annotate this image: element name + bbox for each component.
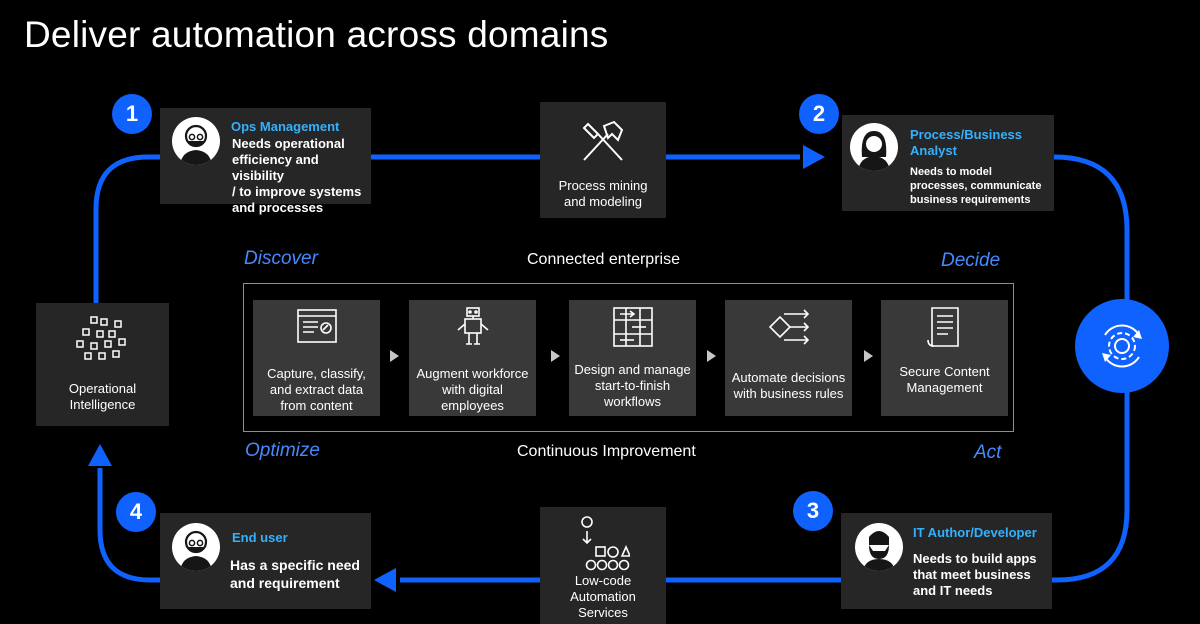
avatar-woman-icon — [850, 123, 898, 171]
persona-process-analyst: Process/Business Analyst Needs to model … — [842, 115, 1054, 211]
step-badge-1: 1 — [112, 94, 152, 134]
arrow-head-to-end-user — [374, 568, 396, 592]
phase-discover: Discover — [244, 248, 318, 269]
content-scroll-icon — [927, 307, 959, 347]
persona-it-developer: IT Author/Developer Needs to build apps … — [841, 513, 1052, 609]
chevron-right-icon — [864, 350, 873, 362]
chevron-right-icon — [551, 350, 560, 362]
arrow-head-to-analyst — [803, 145, 825, 169]
persona-name: Ops Management — [231, 119, 340, 134]
capabilities-panel — [243, 283, 1014, 432]
phase-optimize: Optimize — [245, 440, 320, 461]
persona-end-user: End user Has a specific need and require… — [160, 513, 371, 609]
avatar-bearded-man-icon — [855, 523, 903, 571]
phase-decide: Decide — [941, 250, 1001, 271]
robot-icon — [457, 307, 489, 345]
chevron-right-icon — [390, 350, 399, 362]
avatar-bald-glasses-icon — [172, 117, 220, 165]
document-scan-icon — [297, 309, 337, 343]
step-badge-2: 2 — [799, 94, 839, 134]
tile-low-code: Low-code Automation Services — [540, 507, 666, 624]
step-capture-data: Capture, classify, and extract data from… — [253, 300, 380, 416]
persona-desc: Needs operational efficiency and visibil… — [232, 136, 362, 215]
tile-operational-intelligence: Operational Intelligence — [36, 303, 169, 426]
tools-hammer-icon — [582, 120, 624, 161]
decision-icon — [768, 309, 810, 345]
step-badge-3: 3 — [793, 491, 833, 531]
workflow-icon — [613, 307, 653, 347]
step-augment-workforce: Augment workforce with digital employees — [409, 300, 536, 416]
page-title: Deliver automation across domains — [24, 14, 609, 55]
arrow-head-to-operational-intelligence — [88, 444, 112, 466]
step-design-workflows: Design and manage start-to-finish workfl… — [569, 300, 696, 416]
persona-name: IT Author/Developer — [913, 525, 1037, 540]
step-secure-content: Secure Content Management — [881, 300, 1008, 416]
connected-enterprise-label: Connected enterprise — [527, 251, 680, 268]
avatar-bald-glasses-icon — [172, 523, 220, 571]
phase-act: Act — [974, 442, 1002, 463]
chevron-right-icon — [707, 350, 716, 362]
step-badge-4: 4 — [116, 492, 156, 532]
persona-name: End user — [232, 530, 288, 545]
continuous-cycle-icon — [1075, 299, 1169, 393]
continuous-improvement-label: Continuous Improvement — [517, 443, 696, 460]
step-automate-decisions: Automate decisions with business rules — [725, 300, 852, 416]
persona-ops-management: Ops Management Needs operational efficie… — [160, 108, 371, 215]
shapes-flow-icon — [581, 516, 630, 571]
tile-process-mining: Process mining and modeling — [540, 102, 666, 218]
scattered-squares-icon — [76, 316, 126, 360]
